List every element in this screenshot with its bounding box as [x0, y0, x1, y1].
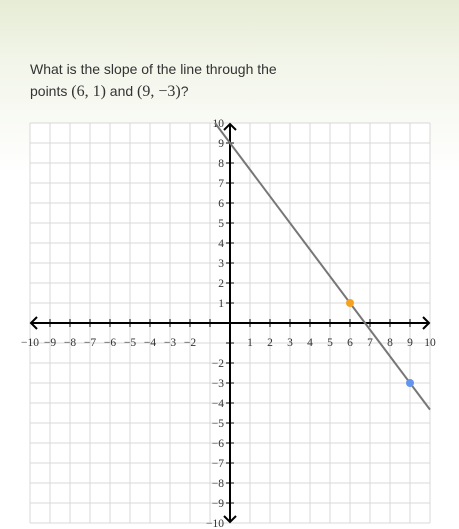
x-axis-right-arrow: [422, 316, 431, 330]
y-tick-label: −3: [212, 378, 224, 390]
x-tick-label: 9: [407, 337, 413, 349]
y-tick-label: −4: [212, 398, 224, 410]
x-tick-label: −9: [44, 337, 56, 349]
y-tick-label: −10: [206, 518, 224, 529]
x-tick-label: 2: [267, 337, 273, 349]
x-tick-label: 4: [307, 337, 313, 349]
x-tick-label: 10: [424, 337, 436, 349]
y-tick-label: −5: [212, 418, 224, 430]
line-through-points: [214, 122, 431, 411]
y-tick-label: −6: [212, 438, 224, 450]
y-tick-label: −9: [212, 498, 224, 510]
point-b-label: (9, −3): [137, 83, 181, 100]
x-tick-label: −10: [21, 337, 39, 349]
y-tick-label: 3: [218, 258, 224, 270]
y-tick-label: 6: [218, 198, 224, 210]
x-tick-label: −4: [144, 337, 156, 349]
x-tick-label: −6: [104, 337, 116, 349]
y-tick-label: 7: [218, 178, 224, 190]
grid: [29, 122, 431, 524]
x-tick-label: 7: [367, 337, 373, 349]
x-tick-label: 1: [247, 337, 253, 349]
y-tick-label: 10: [213, 118, 225, 130]
axes: [29, 122, 431, 524]
question-suffix: ?: [180, 83, 189, 99]
x-tick-label: −7: [84, 337, 96, 349]
x-tick-label: 3: [287, 337, 293, 349]
x-tick-label: −2: [184, 337, 196, 349]
x-tick-label: −5: [124, 337, 136, 349]
y-tick-label: 4: [218, 238, 224, 250]
y-tick-label: 5: [218, 218, 224, 230]
y-tick-label: 1: [218, 298, 224, 310]
y-tick-label: −7: [212, 458, 224, 470]
data-point-1: [346, 299, 354, 307]
data-point-2: [406, 379, 414, 387]
x-tick-label: 8: [387, 337, 393, 349]
question-line-1: What is the slope of the line through th…: [30, 61, 277, 77]
x-tick-label: −3: [164, 337, 176, 349]
y-axis-top-arrow: [223, 122, 237, 131]
question-joiner: and: [105, 83, 138, 99]
y-tick-label: −2: [212, 358, 224, 370]
y-tick-label: 8: [218, 158, 224, 170]
axis-ticks: [49, 142, 411, 504]
x-tick-label: −8: [64, 337, 76, 349]
y-axis-bottom-arrow: [223, 515, 237, 524]
y-tick-label: 9: [218, 138, 224, 150]
point-a-label: (6, 1): [71, 83, 106, 100]
question-text: What is the slope of the line through th…: [30, 58, 330, 103]
y-tick-label: −8: [212, 478, 224, 490]
x-axis-left-arrow: [29, 316, 38, 330]
question-prefix: points: [30, 83, 72, 99]
y-tick-label: 2: [218, 278, 224, 290]
x-tick-label: 5: [327, 337, 333, 349]
x-tick-label: 6: [347, 337, 353, 349]
